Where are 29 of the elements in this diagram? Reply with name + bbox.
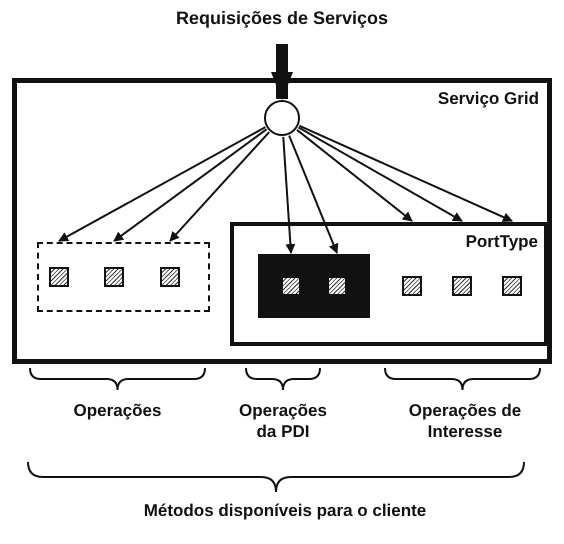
arrow — [169, 131, 270, 242]
hatched-square — [104, 267, 124, 287]
hatched-square — [502, 276, 522, 296]
hatched-square — [327, 276, 347, 296]
hatched-square — [49, 267, 69, 287]
arrow — [298, 124, 513, 222]
arrow — [58, 126, 266, 242]
porttype-box — [230, 222, 548, 346]
brace-label: Operações — [72, 400, 162, 421]
heading-text: Requisições de Serviços — [0, 8, 564, 29]
arrow — [271, 44, 293, 100]
brace-label: Operações da PDI — [238, 400, 328, 442]
arrow — [296, 129, 413, 222]
brace-label: Operações de Interesse — [408, 400, 522, 442]
hatched-square — [402, 276, 422, 296]
brace-label: Métodos disponíveis para o cliente — [142, 500, 428, 521]
hatched-square — [452, 276, 472, 296]
arrow — [288, 135, 338, 254]
hatched-square — [160, 267, 180, 287]
arrow — [298, 126, 463, 222]
service-box — [12, 78, 552, 364]
arrow — [282, 136, 296, 254]
interface-circle — [264, 100, 300, 136]
pdi-operations-box — [258, 254, 370, 318]
box-title: Serviço Grid — [438, 89, 539, 109]
operation-group-box — [37, 242, 210, 312]
arrow — [113, 128, 268, 242]
box-title: PortType — [466, 232, 538, 252]
hatched-square — [281, 276, 301, 296]
